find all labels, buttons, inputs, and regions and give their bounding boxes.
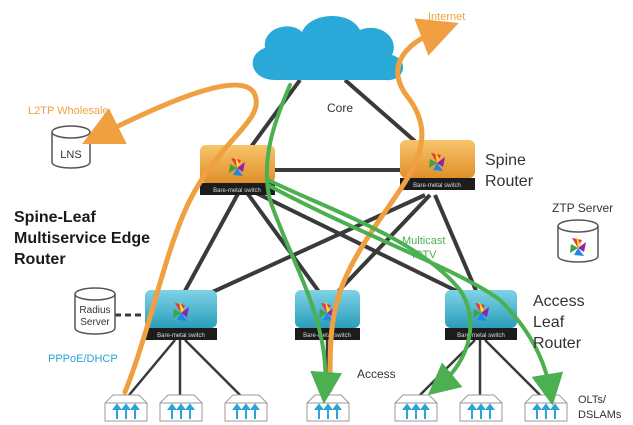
pppoe-label: PPPoE/DHCP xyxy=(48,353,118,365)
olt-icon xyxy=(394,394,438,422)
radius-server-icon xyxy=(74,287,116,335)
switch-label: Bare-metal switch xyxy=(157,333,205,339)
multicast-label-1: Multicast xyxy=(402,235,445,247)
olt-icon xyxy=(524,394,568,422)
switch-label: Bare-metal switch xyxy=(457,333,505,339)
ztp-label: ZTP Server xyxy=(552,201,613,215)
olt-icon xyxy=(104,394,148,422)
access-links xyxy=(124,339,546,401)
olt-icon xyxy=(306,394,350,422)
olt-icon xyxy=(224,394,268,422)
leaf-switch-center: Bare-metal switch xyxy=(295,290,360,340)
database-icon xyxy=(51,125,91,169)
leaf-switch-left: Bare-metal switch xyxy=(145,290,217,340)
access-leaf-label-1: Access xyxy=(533,293,585,310)
l2tp-label: L2TP Wholesale xyxy=(28,105,109,117)
spine-switch-right: Bare-metal switch xyxy=(400,140,475,190)
ztp-server-icon xyxy=(557,219,599,263)
spine-label-2: Router xyxy=(485,173,534,190)
switch-label: Bare-metal switch xyxy=(303,333,351,339)
olts-label-1: OLTs/ xyxy=(578,394,607,406)
title-line-2: Multiservice Edge xyxy=(14,230,150,247)
spine-switch-left: Bare-metal switch xyxy=(200,145,275,195)
switch-label: Bare-metal switch xyxy=(213,188,261,194)
olts-label-2: DSLAMs xyxy=(578,409,622,421)
switch-label: Bare-metal switch xyxy=(413,183,461,189)
multicast-paths xyxy=(264,83,564,406)
radius-label-1: Radius xyxy=(79,305,110,316)
radius-label-2: Server xyxy=(80,317,110,328)
access-leaf-label-2: Leaf xyxy=(533,314,565,331)
internet-label: Internet xyxy=(428,11,465,23)
title-line-3: Router xyxy=(14,251,66,268)
lns-label: LNS xyxy=(60,149,81,161)
cloud-icon xyxy=(252,15,404,81)
title-line-1: Spine-Leaf xyxy=(14,209,96,226)
leaf-switch-right: Bare-metal switch xyxy=(445,290,517,340)
access-leaf-label-3: Router xyxy=(533,335,582,352)
service-paths xyxy=(82,18,459,395)
olt-icon xyxy=(159,394,203,422)
multicast-label-2: IPTV xyxy=(412,249,437,261)
core-label: Core xyxy=(327,101,353,115)
olt-icon xyxy=(459,394,503,422)
olt-devices xyxy=(104,394,568,422)
access-label: Access xyxy=(357,367,396,381)
spine-label-1: Spine xyxy=(485,152,526,169)
